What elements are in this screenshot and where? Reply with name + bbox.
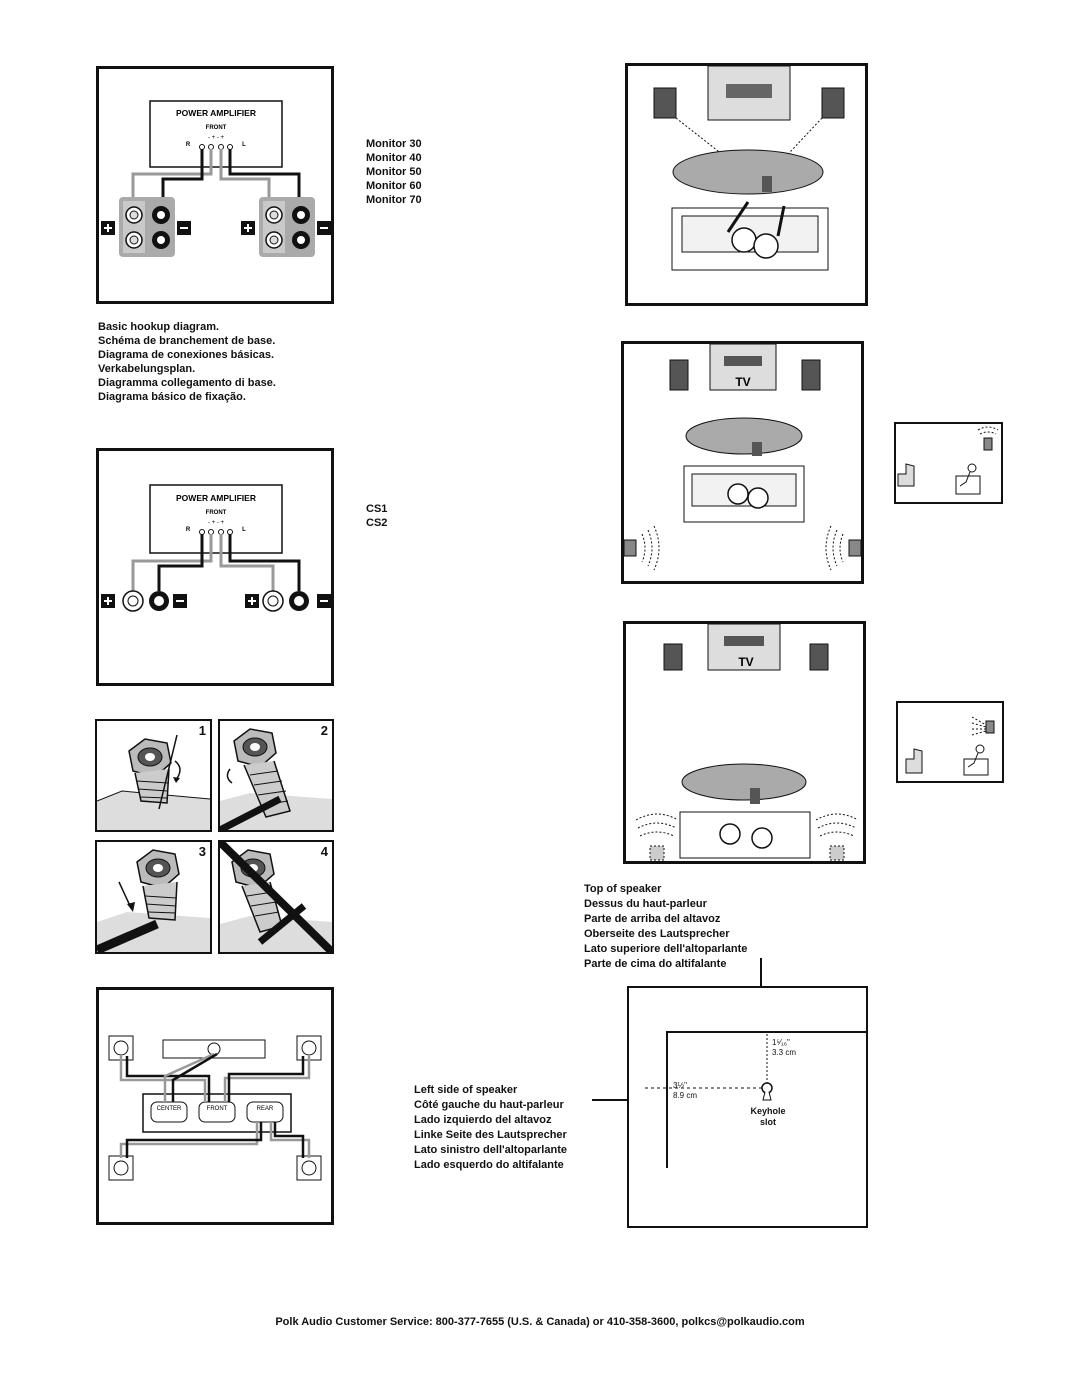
caption-line: Côté gauche du haut-parleur bbox=[414, 1099, 564, 1111]
top-of-speaker-caption: Top of speaker Dessus du haut-parleur Pa… bbox=[584, 882, 747, 972]
caption-line: Lado izquierdo del altavoz bbox=[414, 1114, 552, 1126]
vertical-dimension: 1⁵⁄₁₆" 3.3 cm bbox=[772, 1038, 796, 1058]
tv-label: TV bbox=[735, 375, 750, 389]
amp-l-label: L bbox=[242, 527, 246, 533]
amp-r-label: R bbox=[186, 527, 191, 533]
hookup-wiring-illustration-cs: POWER AMPLIFIER FRONT R L - + - + bbox=[101, 484, 331, 612]
caption-line: Oberseite des Lautsprecher bbox=[584, 928, 730, 940]
dim-cm: 8.9 cm bbox=[673, 1091, 698, 1100]
caption-line: Schéma de branchement de base. bbox=[98, 335, 276, 347]
binding-post-illustration bbox=[220, 728, 332, 830]
horizontal-dimension: 3½" 8.9 cm bbox=[673, 1081, 697, 1101]
room-layout-illustration: TV bbox=[624, 344, 861, 571]
room-layout-monitor bbox=[625, 63, 868, 306]
binding-post-illustration bbox=[97, 734, 210, 830]
basic-hookup-caption: Basic hookup diagram. Schéma de branchem… bbox=[98, 320, 276, 404]
hookup-diagram-cs: POWER AMPLIFIER FRONT R L - + - + bbox=[96, 448, 334, 686]
left-leader-line bbox=[592, 1099, 630, 1101]
receiver-front-label: FRONT bbox=[207, 1106, 228, 1112]
step-number: 2 bbox=[320, 723, 328, 738]
model-label: Monitor 70 bbox=[366, 194, 422, 206]
amp-title: POWER AMPLIFIER bbox=[176, 493, 256, 503]
caption-line: Lato superiore dell'altoparlante bbox=[584, 943, 748, 955]
caption-line: Lato sinistro dell'altoparlante bbox=[414, 1144, 567, 1156]
step-number: 4 bbox=[320, 844, 328, 859]
caption-line: Diagramma collegamento di base. bbox=[98, 377, 276, 389]
caption-line: Diagrama básico de fixação. bbox=[98, 391, 246, 403]
model-label: CS1 bbox=[366, 503, 388, 515]
top-leader-line bbox=[760, 958, 762, 1008]
amp-l-label: L bbox=[242, 142, 246, 148]
label-line: slot bbox=[759, 1117, 776, 1127]
caption-line: Top of speaker bbox=[584, 883, 662, 895]
dim-inches: 3½" bbox=[673, 1081, 687, 1090]
step-number: 1 bbox=[198, 723, 206, 738]
amp-front-label: FRONT bbox=[206, 125, 227, 131]
caption-line: Basic hookup diagram. bbox=[98, 321, 220, 333]
caption-line: Lado esquerdo do altifalante bbox=[414, 1159, 564, 1171]
label-line: Keyhole bbox=[750, 1106, 786, 1116]
room-layout-tv-dipole: TV bbox=[623, 621, 866, 864]
caption-line: Left side of speaker bbox=[414, 1084, 518, 1096]
dim-cm: 3.3 cm bbox=[772, 1048, 797, 1057]
dim-inches: 1⁵⁄₁₆" bbox=[772, 1038, 790, 1047]
keyhole-mount-diagram: 1⁵⁄₁₆" 3.3 cm 3½" 8.9 cm Keyhole slot bbox=[627, 986, 868, 1228]
amp-front-label: FRONT bbox=[206, 510, 227, 516]
room-layout-tv: TV bbox=[621, 341, 864, 584]
customer-service-footer: Polk Audio Customer Service: 800-377-765… bbox=[275, 1316, 805, 1328]
caption-line: Parte de arriba del altavoz bbox=[584, 913, 721, 925]
receiver-hookup-diagram: CENTER FRONT REAR bbox=[96, 987, 334, 1225]
keyhole-template-illustration bbox=[645, 1031, 866, 1168]
caption-line: Diagrama de conexiones básicas. bbox=[98, 349, 275, 361]
step-number: 3 bbox=[198, 844, 206, 859]
cs-models-list: CS1 CS2 bbox=[366, 502, 387, 530]
caption-line: Linke Seite des Lautsprecher bbox=[414, 1129, 567, 1141]
left-side-of-speaker-caption: Left side of speaker Côté gauche du haut… bbox=[414, 1083, 567, 1173]
side-elevation-ceiling-mount bbox=[896, 701, 1004, 783]
binding-post-illustration bbox=[97, 849, 210, 952]
room-layout-illustration: TV bbox=[635, 624, 859, 861]
amp-terminal-signs: - + - + bbox=[208, 135, 225, 141]
model-label: Monitor 30 bbox=[366, 138, 422, 150]
hookup-wiring-illustration: POWER AMPLIFIER FRONT R L - + - + bbox=[101, 100, 331, 257]
binding-post-illustration bbox=[220, 842, 332, 952]
binding-step-4: 4 bbox=[218, 840, 334, 954]
binding-step-3: 3 bbox=[95, 840, 212, 954]
model-label: CS2 bbox=[366, 517, 388, 529]
model-label: Monitor 50 bbox=[366, 166, 422, 178]
side-elevation-wall-mount bbox=[894, 422, 1003, 504]
surround-wiring-illustration: CENTER FRONT REAR bbox=[108, 1035, 322, 1181]
model-label: Monitor 60 bbox=[366, 180, 422, 192]
caption-line: Verkabelungsplan. bbox=[98, 363, 196, 375]
hookup-diagram-monitor: POWER AMPLIFIER FRONT R L - + - + bbox=[96, 66, 334, 304]
binding-step-1: 1 bbox=[95, 719, 212, 832]
room-layout-illustration bbox=[653, 66, 845, 271]
monitor-models-list: Monitor 30 Monitor 40 Monitor 50 Monitor… bbox=[366, 137, 422, 207]
side-elevation-illustration bbox=[897, 426, 999, 495]
caption-line: Parte de cima do altifalante bbox=[584, 958, 727, 970]
side-elevation-illustration bbox=[905, 716, 995, 776]
receiver-rear-label: REAR bbox=[257, 1106, 274, 1112]
amp-r-label: R bbox=[186, 142, 191, 148]
amp-terminal-signs: - + - + bbox=[208, 520, 225, 526]
binding-step-2: 2 bbox=[218, 719, 334, 832]
model-label: Monitor 40 bbox=[366, 152, 422, 164]
tv-label: TV bbox=[738, 655, 753, 669]
receiver-center-label: CENTER bbox=[157, 1106, 182, 1112]
keyhole-slot-label: Keyhole slot bbox=[741, 1106, 795, 1128]
caption-line: Dessus du haut-parleur bbox=[584, 898, 707, 910]
amp-title: POWER AMPLIFIER bbox=[176, 108, 256, 118]
